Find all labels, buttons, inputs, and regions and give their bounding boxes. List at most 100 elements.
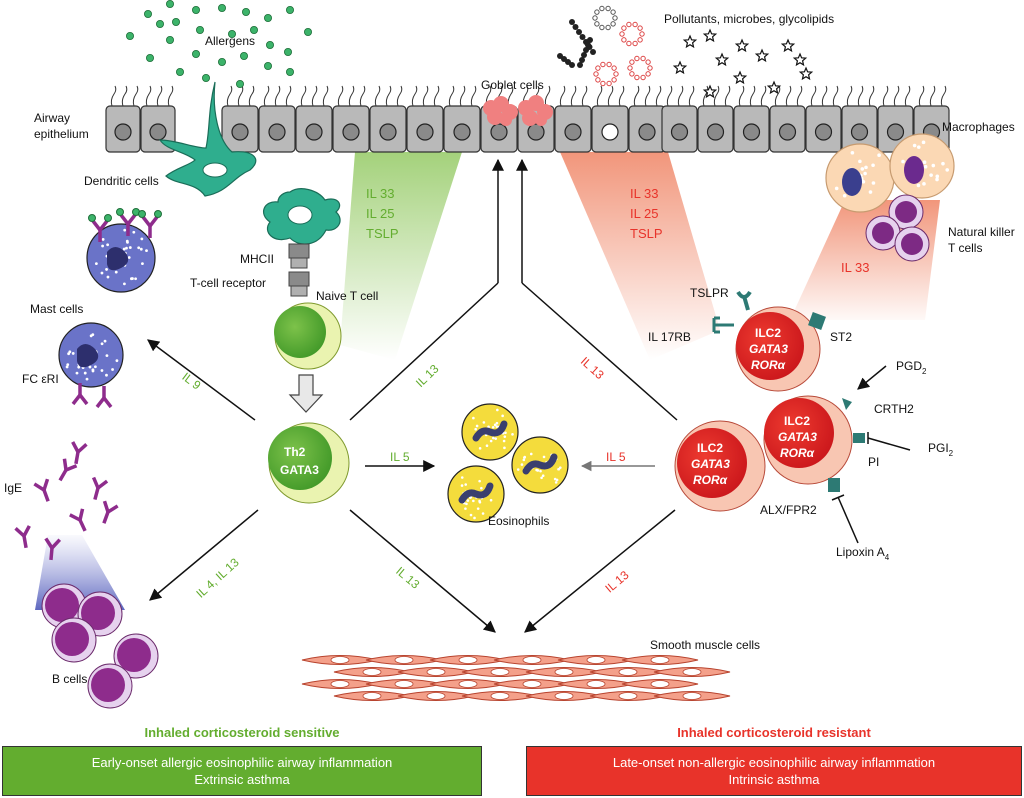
epithelial-nucleus [115, 124, 131, 140]
nk-label-1: Natural killer [948, 225, 1015, 239]
granule [490, 499, 493, 502]
glycolipid-star [704, 86, 715, 97]
microbe-ring [593, 16, 597, 20]
smooth-muscle-nucleus [459, 657, 477, 664]
glycolipid-star [684, 36, 695, 47]
allergen-particle [126, 32, 133, 39]
cilia [634, 86, 638, 106]
granule [105, 374, 108, 377]
antibody [16, 526, 33, 549]
granule [492, 426, 495, 429]
vesicle [924, 165, 928, 169]
cilia [471, 86, 475, 106]
granule [503, 447, 506, 450]
cilia [312, 86, 316, 106]
microbe-ring [607, 81, 611, 85]
granule [141, 262, 144, 265]
epithelial-nucleus [708, 124, 724, 140]
cytokine-il25-right: IL 25 [630, 206, 658, 221]
il9-label: IL 9 [179, 370, 203, 393]
glycolipid-star [800, 68, 811, 79]
cilia [656, 86, 660, 106]
pathway-arrows [148, 160, 910, 632]
microbe-ring [641, 56, 645, 60]
granule [477, 507, 480, 510]
granule [104, 340, 107, 343]
microbe-ring [640, 32, 644, 36]
granule [76, 372, 79, 375]
glycolipid-star [768, 82, 779, 93]
vesicle [922, 141, 926, 145]
differentiation-arrow [290, 375, 322, 412]
microbe-ring [596, 78, 600, 82]
allergen-particle [242, 8, 249, 15]
allergen-particle [218, 4, 225, 11]
granule [106, 354, 109, 357]
microbe-ring [614, 72, 618, 76]
cytokine-il33-left: IL 33 [366, 186, 394, 201]
antibody-arm [108, 504, 118, 515]
granule [465, 503, 468, 506]
b-cell-nucleus [55, 622, 89, 656]
cilia [560, 86, 564, 106]
cilia [797, 86, 801, 106]
smooth-muscle-nucleus [427, 693, 445, 700]
vesicle [923, 160, 927, 164]
epithelial-cell [407, 86, 443, 152]
allergen-particle [236, 80, 243, 87]
microbe-ring [635, 75, 639, 79]
glycolipid-star [734, 72, 745, 83]
allergen-particle [156, 20, 163, 27]
vesicle [871, 163, 875, 167]
allergen-particle [264, 14, 271, 21]
granule [496, 425, 499, 428]
granule [543, 456, 546, 459]
granule [464, 507, 467, 510]
st2-label: ST2 [830, 330, 852, 344]
epithelial-cell [592, 86, 628, 152]
epithelial-cell [734, 86, 769, 152]
cytokine-tslp-right: TSLP [630, 226, 663, 241]
microbe-ring [630, 72, 634, 76]
antibody [97, 501, 117, 526]
granule [464, 483, 467, 486]
th2-label-1: Th2 [284, 445, 306, 459]
smooth-muscle-nucleus [587, 657, 605, 664]
eosinophil [512, 437, 568, 493]
ilc2-left-1: ILC2 [697, 441, 723, 455]
pollutant-bead [569, 62, 575, 68]
antibody-stem [24, 536, 26, 548]
cilia [811, 86, 815, 106]
granule [496, 422, 499, 425]
caption-corticosteroid-sensitive: Inhaled corticosteroid sensitive [0, 725, 484, 740]
granule [101, 272, 104, 275]
microbe-ring [646, 60, 650, 64]
allergen-particle [240, 52, 247, 59]
granule [101, 245, 104, 248]
microbe-ring [601, 62, 605, 66]
granule [89, 366, 92, 369]
epithelial-cell [296, 86, 332, 152]
smooth-muscle-nucleus [619, 669, 637, 676]
ilc2-left-3: RORα [693, 473, 728, 487]
vesicle [935, 178, 939, 182]
cilia [412, 86, 416, 106]
epithelial-nucleus [454, 124, 470, 140]
pi-label: PI [868, 455, 879, 469]
microbe-ring [630, 60, 634, 64]
cilia [349, 86, 353, 106]
smooth-muscle-nucleus [651, 657, 669, 664]
granule [474, 428, 477, 431]
epithelial-nucleus [639, 124, 655, 140]
microbe-ring [633, 41, 637, 45]
cilia [227, 86, 231, 106]
cilia [847, 86, 851, 106]
granule [130, 277, 133, 280]
allergen-particle [202, 74, 209, 81]
granule [129, 246, 132, 249]
il13-right-up-label: IL 13 [578, 354, 607, 382]
epithelial-cell [222, 86, 258, 152]
antibody [34, 479, 54, 504]
granule [540, 476, 543, 479]
mhcii-label: MHCII [240, 252, 274, 266]
